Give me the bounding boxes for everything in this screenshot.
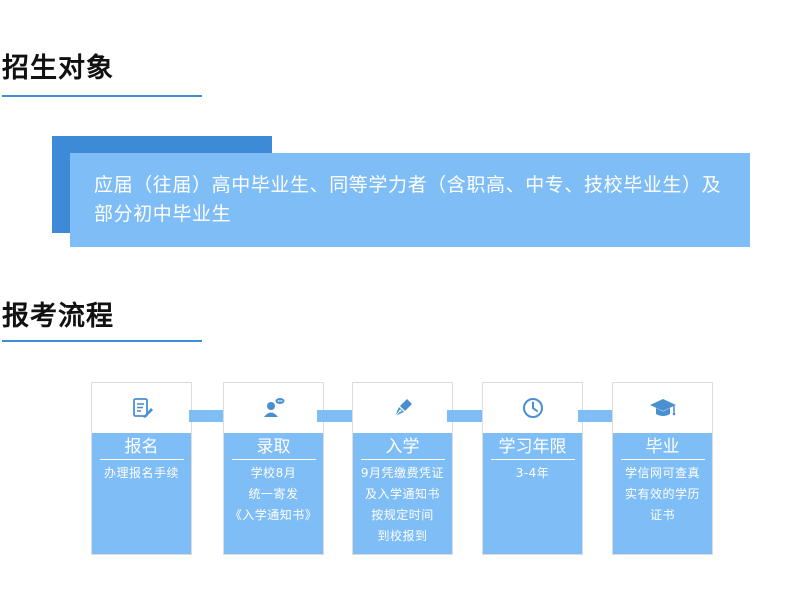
section-title-target: 招生对象 <box>2 53 114 84</box>
step-title: 毕业 <box>620 433 705 460</box>
step-description: 9月凭缴费凭证 及入学通知书 按规定时间 到校报到 <box>360 466 445 543</box>
target-text-box: 应届（往届）高中毕业生、同等学力者（含职高、中专、技校毕业生）及部分初中毕业生 <box>70 153 750 247</box>
step-title: 入学 <box>360 433 445 460</box>
step-description: 办理报名手续 <box>103 466 179 480</box>
graduation-cap-icon <box>649 396 677 420</box>
section-underline <box>2 95 202 97</box>
clock-icon <box>521 396 545 420</box>
user-chat-icon <box>262 396 286 420</box>
step-title: 录取 <box>231 433 316 460</box>
step-title: 学习年限 <box>490 433 575 460</box>
section-title-process: 报考流程 <box>2 301 114 332</box>
step-description: 学校8月 统一寄发 《入学通知书》 <box>229 466 318 522</box>
step-card-duration: 学习年限 3-4年 <box>482 382 583 555</box>
step-card-enrollment: 入学 9月凭缴费凭证 及入学通知书 按规定时间 到校报到 <box>352 382 453 555</box>
document-pen-icon <box>130 396 154 420</box>
section-underline <box>2 340 202 342</box>
step-description: 学信网可查真 实有效的学历 证书 <box>624 466 700 522</box>
step-card-graduation: 毕业 学信网可查真 实有效的学历 证书 <box>612 382 713 555</box>
step-description: 3-4年 <box>515 466 550 480</box>
step-card-register: 报名 办理报名手续 <box>91 382 192 555</box>
pen-nib-icon <box>391 396 415 420</box>
step-title: 报名 <box>99 433 184 460</box>
step-card-admission: 录取 学校8月 统一寄发 《入学通知书》 <box>223 382 324 555</box>
